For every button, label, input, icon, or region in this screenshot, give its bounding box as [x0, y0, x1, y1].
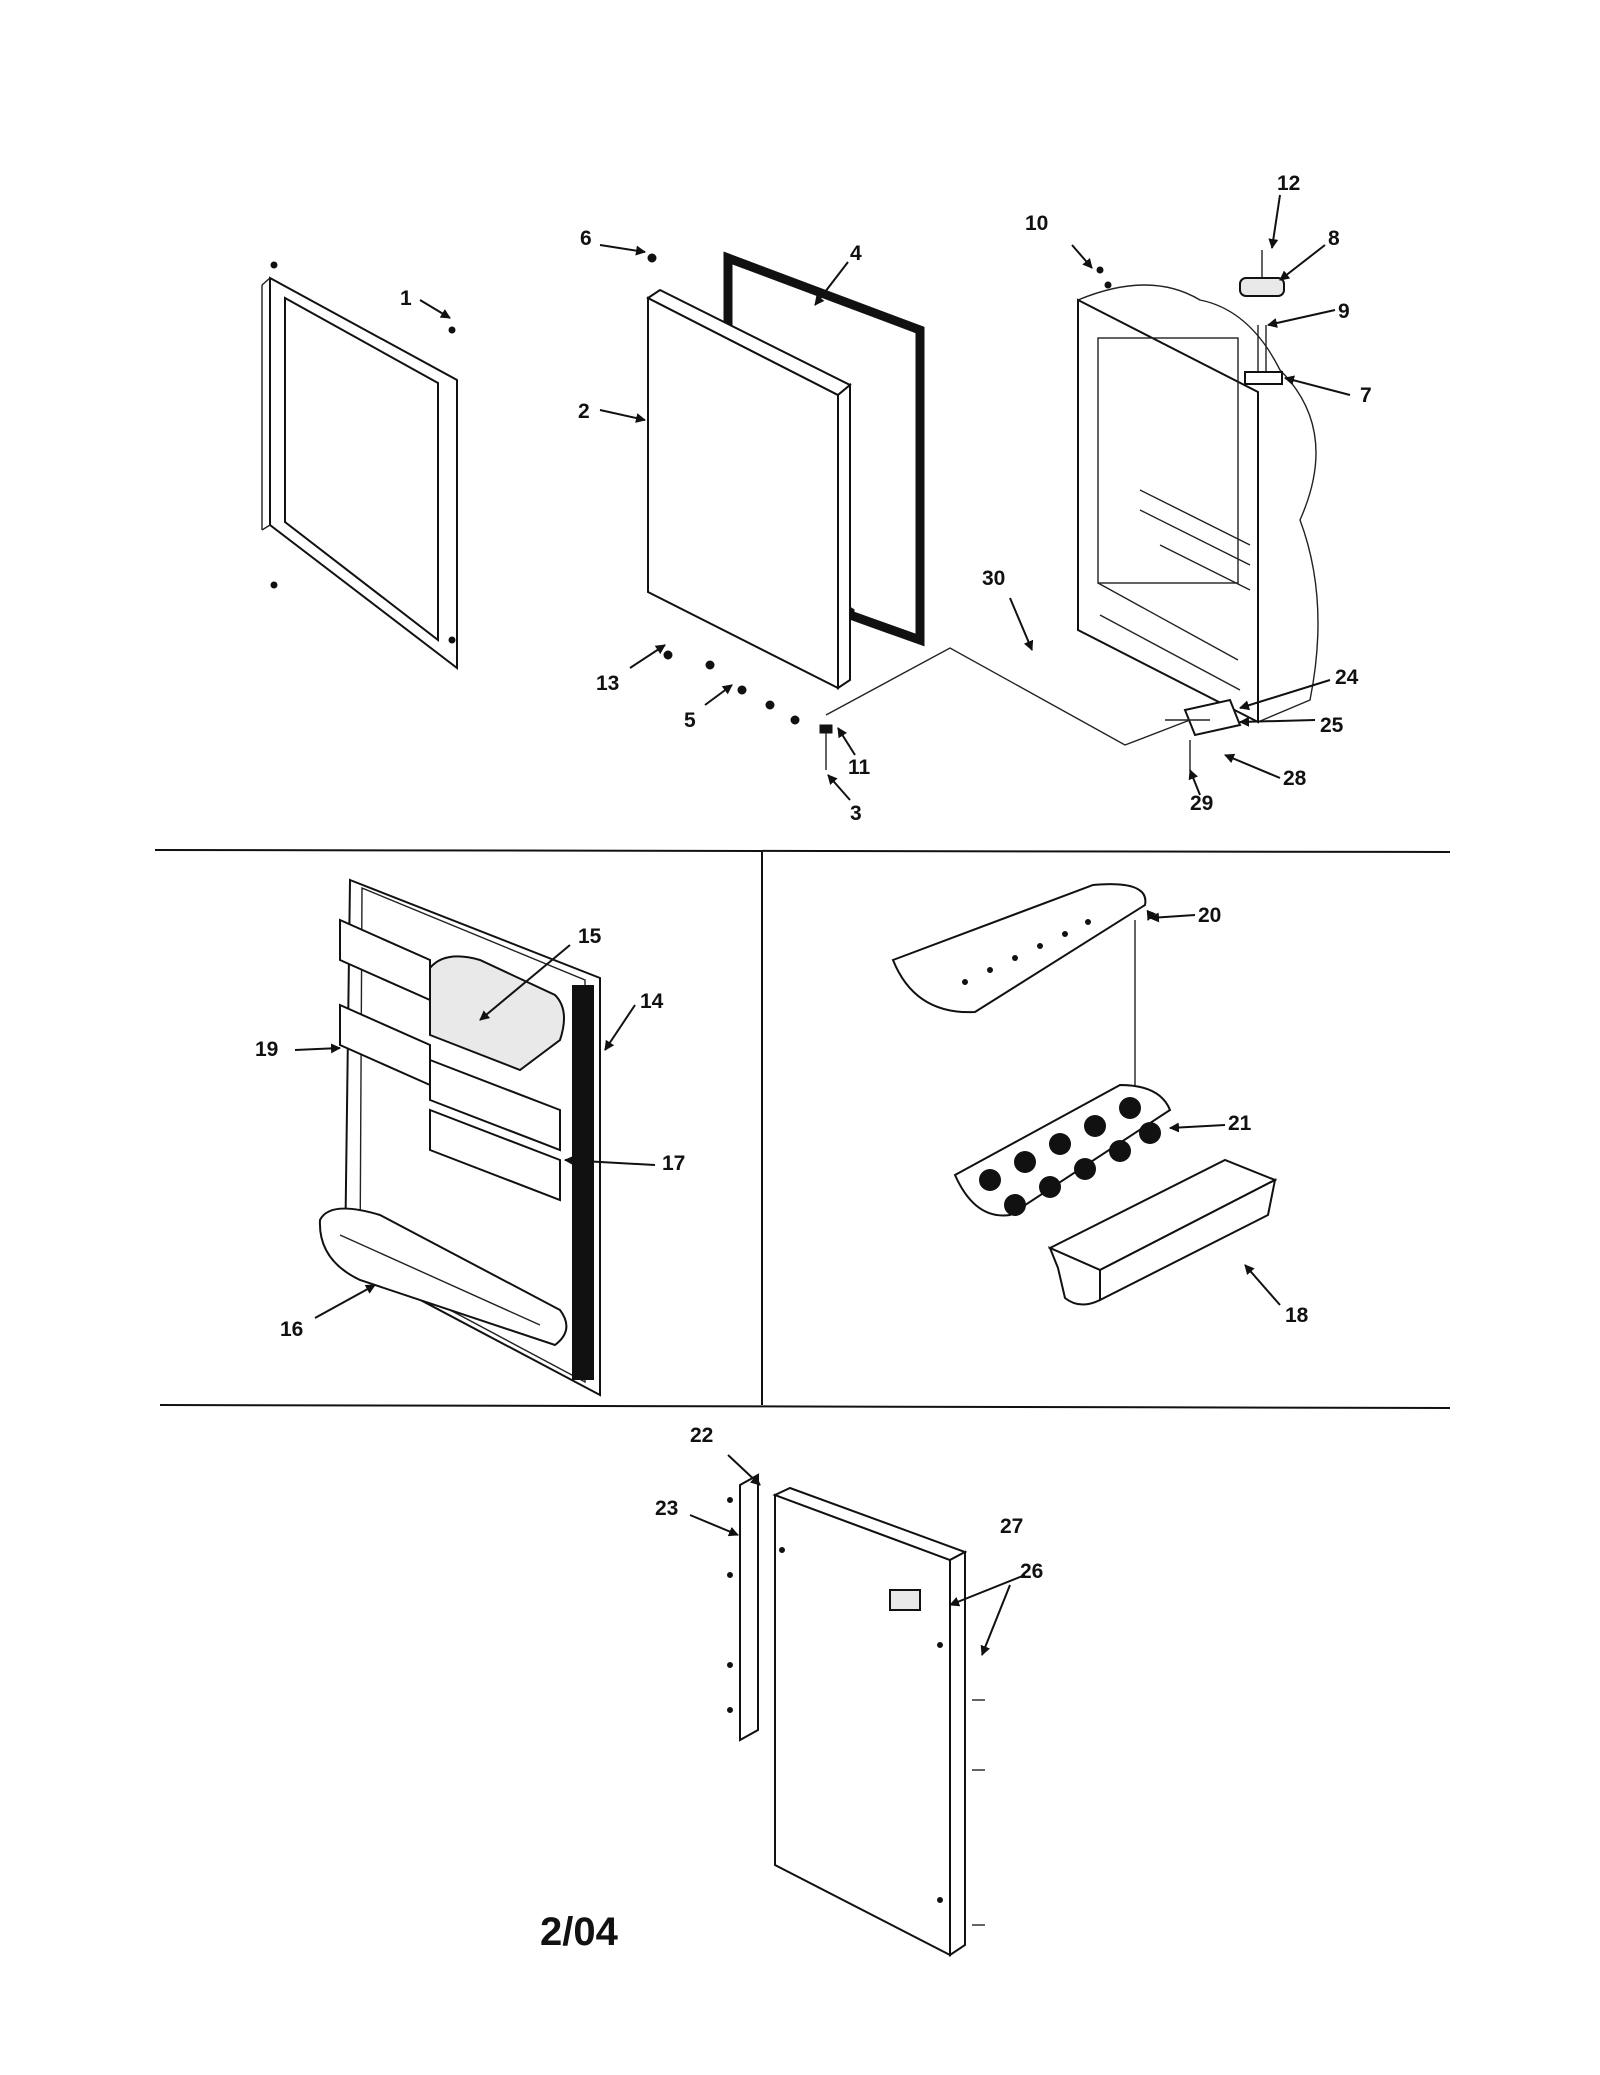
door-frame-part-1 [261, 261, 458, 671]
callout-6: 6 [580, 227, 592, 250]
callout-26: 26 [1020, 1560, 1043, 1583]
trim-strip-part-23 [727, 1473, 759, 1742]
callout-5: 5 [684, 709, 696, 732]
callout-10: 10 [1025, 212, 1048, 235]
callout-25: 25 [1320, 714, 1344, 737]
callout-23: 23 [655, 1497, 678, 1520]
door-liner-assembly [318, 878, 601, 1397]
callout-30: 30 [982, 567, 1005, 590]
crisper-shelf-part-20 [891, 883, 1147, 1125]
callout-13: 13 [596, 672, 619, 695]
footer-date-code: 2/04 [540, 1910, 619, 1954]
callout-27: 27 [1000, 1515, 1023, 1538]
callout-21: 21 [1228, 1112, 1252, 1135]
callout-18: 18 [1285, 1304, 1309, 1327]
callout-12: 12 [1277, 172, 1300, 195]
bottom-hinge-assembly [1165, 698, 1242, 770]
leader-arrows [294, 194, 1351, 1656]
callout-4: 4 [850, 242, 862, 265]
callout-29: 29 [1190, 792, 1213, 815]
callout-7: 7 [1360, 384, 1372, 407]
callout-17: 17 [662, 1152, 685, 1175]
callout-16: 16 [280, 1318, 303, 1341]
cabinet [1077, 266, 1319, 724]
door-outer-panel-part-26 [772, 1486, 985, 1957]
bin-part-18 [1047, 1158, 1278, 1306]
callout-2: 2 [578, 400, 590, 423]
callout-20: 20 [1198, 904, 1221, 927]
section-dividers [154, 849, 1451, 1409]
callout-labels: 1 2 3 4 5 6 7 8 9 10 11 12 13 14 15 16 1… [255, 172, 1372, 1583]
door-panel-part-2 [646, 253, 852, 770]
callout-11: 11 [848, 756, 871, 779]
callout-14: 14 [640, 990, 664, 1013]
callout-22: 22 [690, 1424, 713, 1447]
callout-9: 9 [1338, 300, 1350, 323]
callout-19: 19 [255, 1038, 278, 1061]
callout-8: 8 [1328, 227, 1340, 250]
callout-28: 28 [1283, 767, 1307, 790]
hinge-connector-line [825, 647, 1191, 746]
egg-tray-part-21 [953, 1083, 1172, 1217]
top-hinge-assembly [1239, 250, 1285, 385]
callout-3: 3 [850, 802, 862, 825]
callout-24: 24 [1335, 666, 1359, 689]
callout-15: 15 [578, 925, 602, 948]
callout-1: 1 [400, 287, 412, 310]
